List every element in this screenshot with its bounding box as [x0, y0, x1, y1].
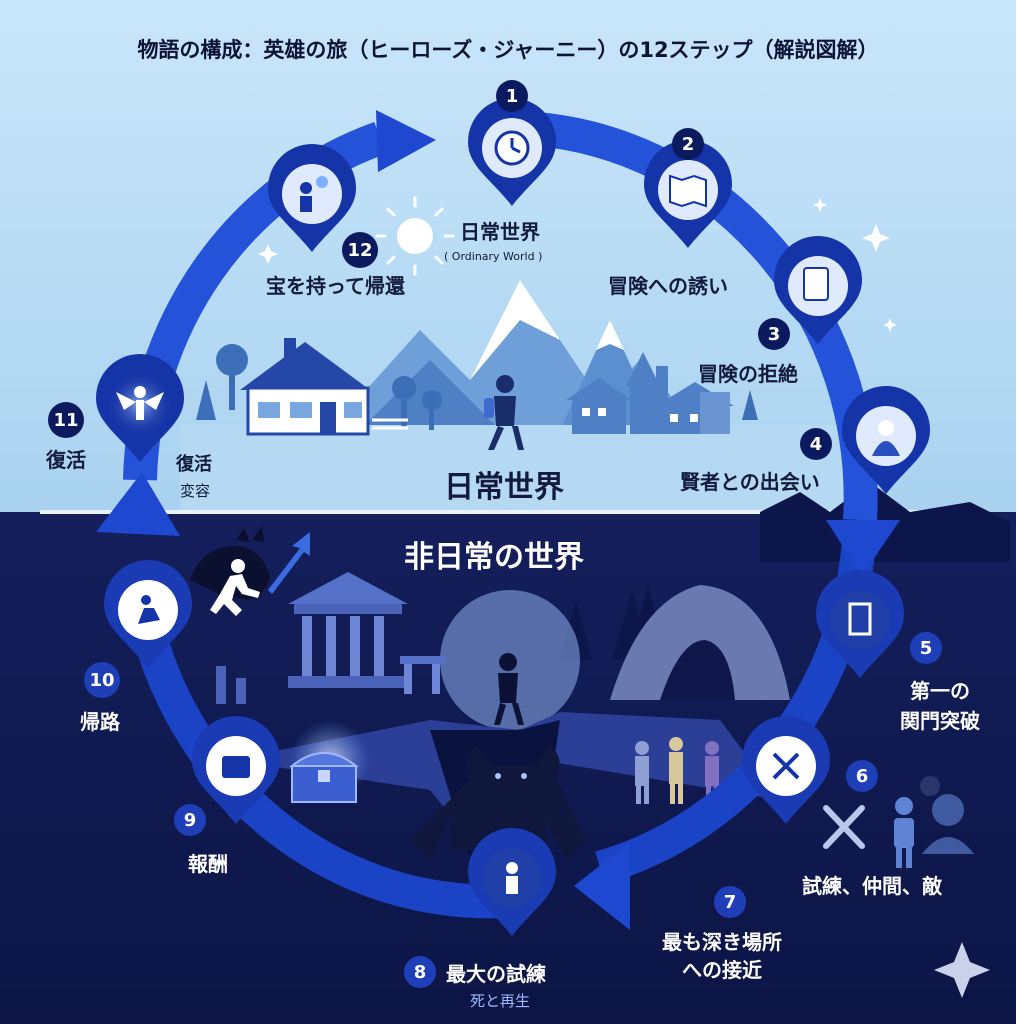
- step-1-sublabel: ( Ordinary World ): [444, 250, 543, 263]
- arrow-head-right: [826, 520, 900, 576]
- hero-on-bridge-figure: [494, 653, 524, 725]
- special-world-heading: 非日常の世界: [404, 540, 584, 575]
- step-7-number: 7: [714, 886, 746, 918]
- cave: [610, 585, 790, 700]
- step-9-label: 報酬: [188, 852, 228, 876]
- step-10-number: 10: [84, 662, 120, 698]
- step-1-label: 日常世界: [460, 220, 540, 244]
- scroll-hand-icon: [803, 267, 829, 301]
- step-8-sublabel: 死と再生: [470, 992, 531, 1010]
- running-arrow-icon: [138, 595, 160, 624]
- step-4-label: 賢者との出会い: [680, 470, 820, 494]
- pin-11: [96, 354, 184, 462]
- meadow: [180, 425, 880, 510]
- step-1-number: 1: [496, 80, 528, 112]
- step-8-label: 最大の試練: [446, 962, 546, 986]
- ordeal-figure-icon: [506, 862, 518, 894]
- ordinary-world-heading: 日常世界: [444, 470, 564, 505]
- pin-5: [816, 570, 904, 678]
- step-5-label: 第一の 関門突破: [900, 679, 980, 733]
- shadow-monster-figure: [410, 746, 586, 860]
- step-9-number: 9: [174, 804, 206, 836]
- door-icon: [848, 602, 872, 636]
- shadow-chaser-figure: [190, 526, 270, 600]
- pin-4: [842, 386, 930, 494]
- sun-icon: [375, 196, 455, 276]
- crossed-swords-icon: [823, 805, 865, 849]
- winged-figure-icon: [116, 386, 164, 420]
- village: [566, 352, 758, 434]
- sparkle-icon: [258, 198, 897, 332]
- step-12-number: 12: [342, 232, 378, 268]
- step-10-label: 帰路: [80, 710, 120, 734]
- pin-1: [468, 98, 556, 206]
- arrow-head-top: [376, 110, 436, 172]
- step-3-number: 3: [758, 318, 790, 350]
- resurrection-note-sublabel: 変容: [180, 482, 211, 500]
- step-2-number: 2: [672, 128, 704, 160]
- treasure-chest-icon: [222, 756, 250, 778]
- step-6-number: 6: [846, 760, 878, 792]
- pin-9: [192, 716, 280, 824]
- step-3-label: 冒険の拒絶: [698, 362, 798, 386]
- step-7-label: 最も深き場所 への接近: [662, 930, 782, 982]
- crossed-swords-small-icon: [772, 752, 800, 780]
- step-11-label: 復活: [46, 448, 86, 472]
- hero-walking-figure: [484, 375, 524, 450]
- arrow-head-bottom: [574, 842, 630, 930]
- sparkle-corner-icon: [934, 942, 990, 998]
- escape-running-figure: [210, 559, 260, 616]
- pin-10: [104, 560, 192, 668]
- page-title: 物語の構成：英雄の旅（ヒーローズ・ジャーニー）の12ステップ（解説図解）: [137, 38, 879, 62]
- wise-mentor-icon: [872, 420, 900, 456]
- resurrection-note-label: 復活: [176, 454, 212, 475]
- clock-gear-icon: [494, 130, 530, 166]
- house: [240, 338, 408, 436]
- escape-arrow: [268, 532, 310, 594]
- arrow-head-left: [96, 472, 180, 536]
- pin-12: [268, 144, 356, 252]
- pin-6: [742, 716, 830, 824]
- map-icon: [669, 174, 707, 208]
- step-6-label: 試練、仲間、敵: [802, 874, 942, 898]
- trees-left: [196, 344, 442, 430]
- ally-and-enemy-figures: [894, 776, 974, 868]
- holding-elixir-icon: [300, 176, 328, 212]
- step-4-number: 4: [800, 428, 832, 460]
- step-12-label: 宝を持って帰還: [266, 274, 405, 298]
- world-divider: [40, 510, 976, 514]
- pin-8: [468, 828, 556, 936]
- step-11-number: 11: [48, 402, 84, 438]
- step-5-number: 5: [910, 632, 942, 664]
- treasure-chest: [289, 720, 370, 803]
- pin-3: [774, 236, 862, 344]
- step-8-number: 8: [404, 956, 436, 988]
- step-2-label: 冒険への誘い: [608, 274, 728, 298]
- pin-2: [644, 140, 732, 248]
- temple-ruins: [216, 572, 446, 704]
